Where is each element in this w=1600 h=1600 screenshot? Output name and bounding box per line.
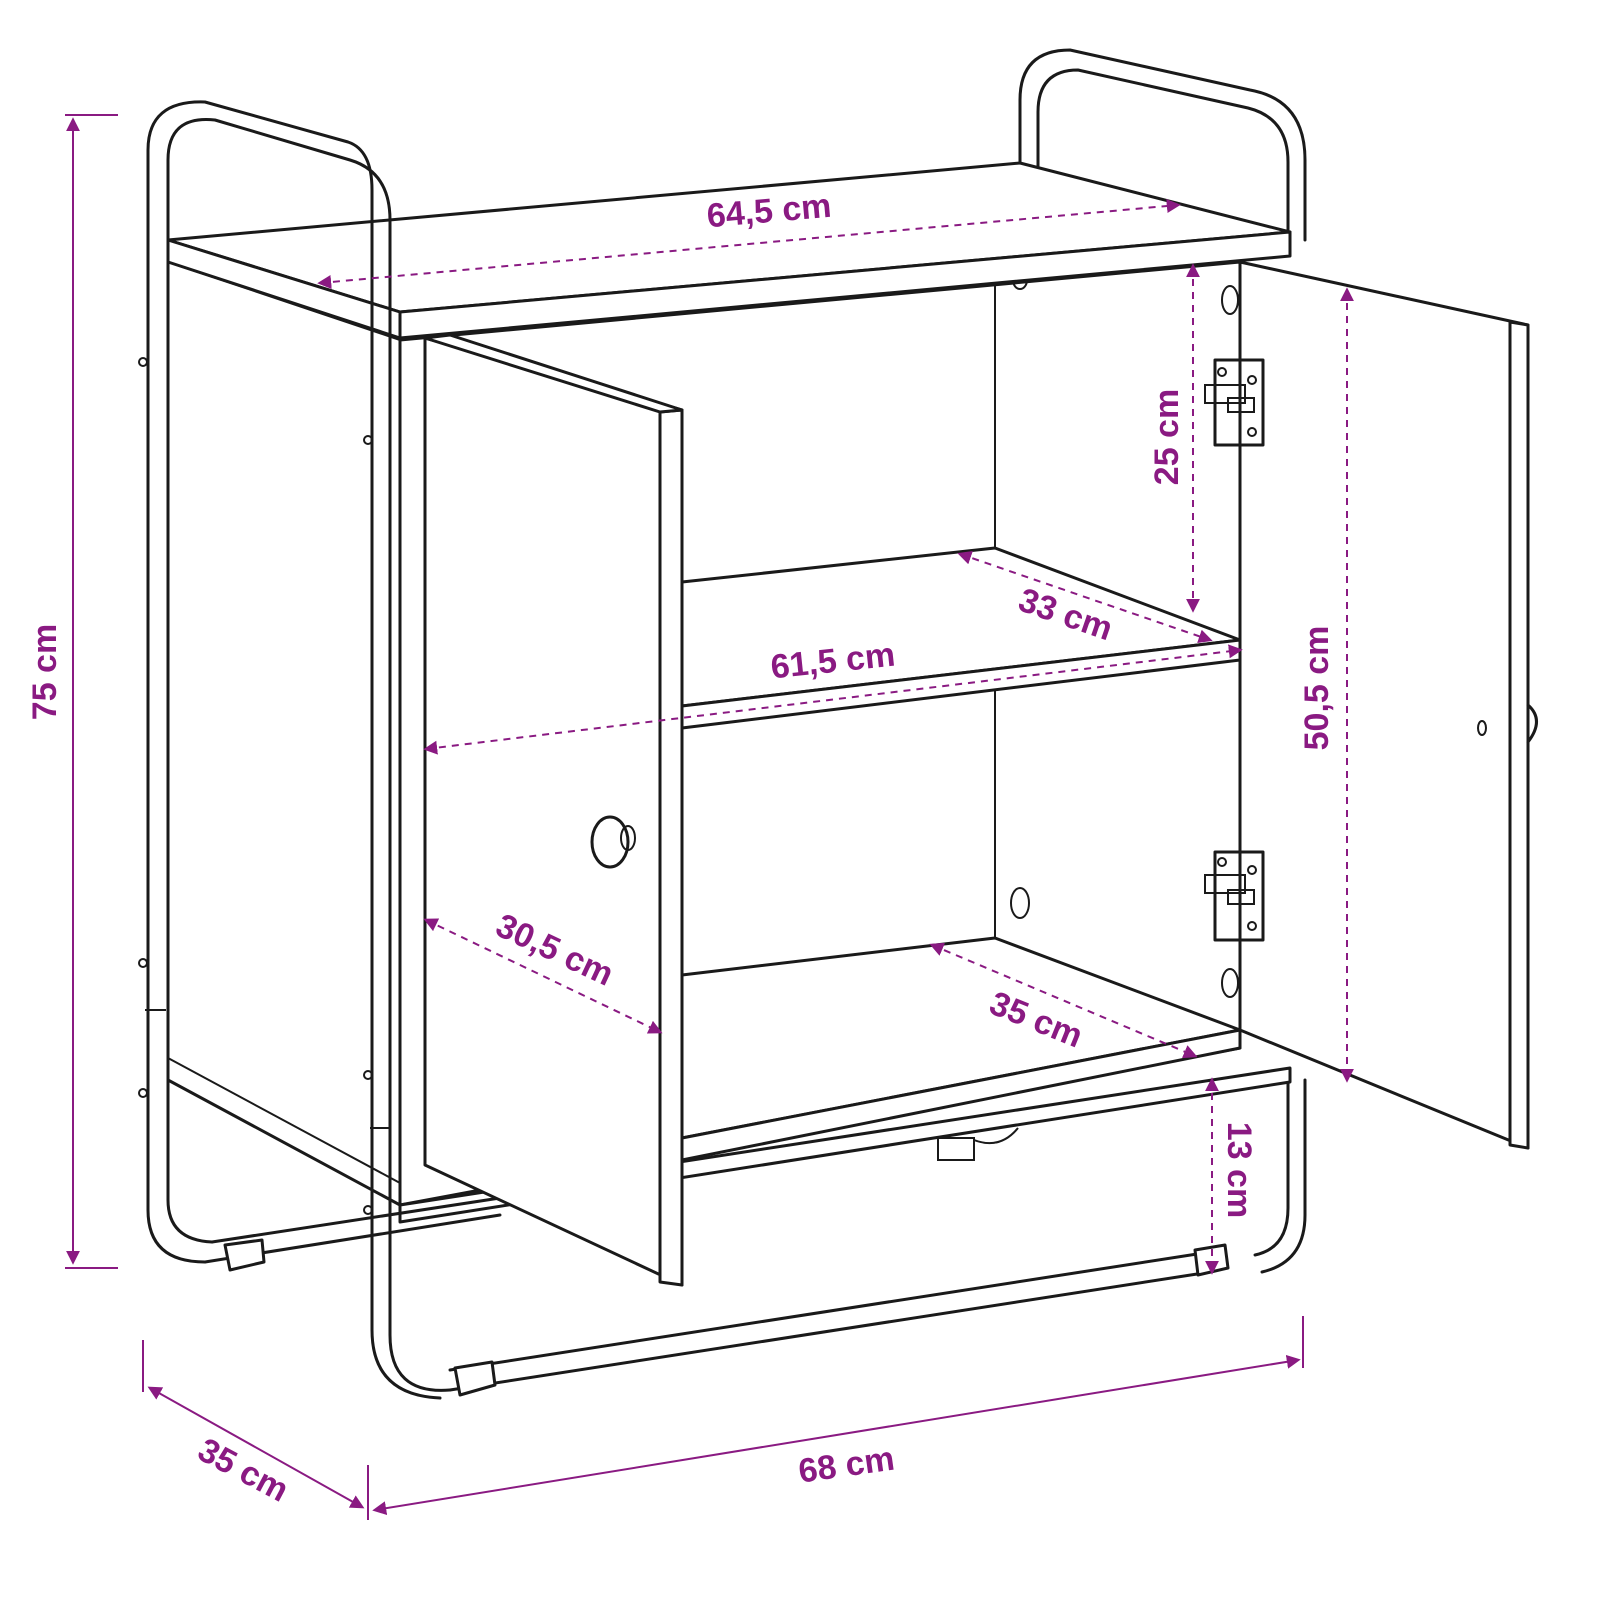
left-door xyxy=(423,333,684,1287)
dim-upper-height-label: 25 cm xyxy=(1148,389,1186,485)
dim-door-height-label: 50,5 cm xyxy=(1298,626,1336,751)
hinge-icon xyxy=(1204,358,1265,447)
left-side-panel xyxy=(166,238,402,1207)
dimension-lines xyxy=(65,114,1354,1520)
hinge-icon xyxy=(1204,850,1265,942)
dim-height-total-label: 75 cm xyxy=(26,624,64,720)
dim-floor-clearance-label: 13 cm xyxy=(1220,1122,1258,1218)
dim-depth-total-label: 35 cm xyxy=(192,1431,295,1510)
knob-icon xyxy=(590,815,636,869)
right-door xyxy=(1204,260,1538,1150)
dim-width-total-label: 68 cm xyxy=(796,1440,897,1491)
back-frame-tube xyxy=(1018,48,1307,1274)
